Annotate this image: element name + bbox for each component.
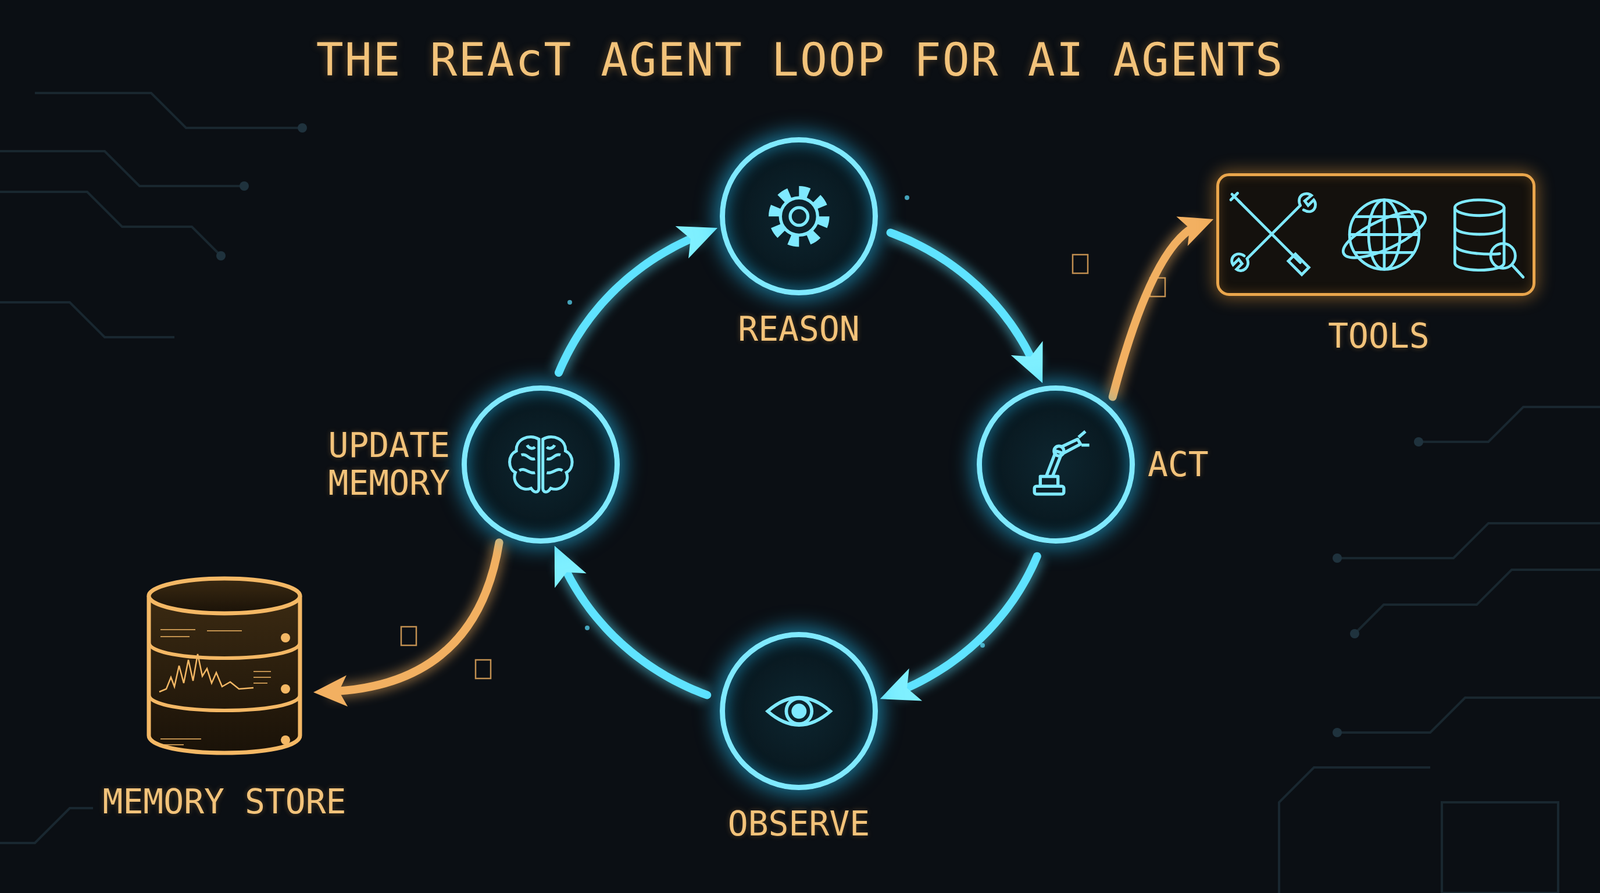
connector-glow xyxy=(890,232,1036,367)
diagram-title: THE REAcT AGENT LOOP FOR AI AGENTS xyxy=(0,33,1600,87)
step-label: MEMORY STORE xyxy=(102,783,346,821)
step-label: ACT xyxy=(1147,445,1209,484)
act-step: ACT xyxy=(976,385,1135,544)
tools-box: TOOLS xyxy=(1216,173,1536,296)
flow-arrow xyxy=(890,232,1036,367)
gear-icon xyxy=(750,167,849,266)
eye-icon xyxy=(750,662,849,761)
flow-arrow xyxy=(558,234,702,373)
connector-glow xyxy=(561,561,707,695)
observe-step: OBSERVE xyxy=(719,631,878,791)
flow-arrow xyxy=(561,561,707,695)
flow-arrow xyxy=(896,556,1038,693)
tools-icon xyxy=(1216,173,1536,296)
connector-glow xyxy=(329,542,500,692)
reason-step: REASON xyxy=(719,137,878,296)
flow-arrow xyxy=(329,542,500,692)
connector-glow xyxy=(1112,225,1199,398)
step-label: OBSERVE xyxy=(727,805,870,844)
step-label: TOOLS xyxy=(1327,317,1430,356)
update-memory-step: UPDATE MEMORY xyxy=(461,385,620,544)
memory-store: MEMORY STORE xyxy=(137,572,312,765)
brain-icon xyxy=(491,415,591,514)
store-icon xyxy=(137,572,312,765)
step-label: UPDATE MEMORY xyxy=(310,426,450,503)
connector-glow xyxy=(558,234,702,373)
connector-glow xyxy=(896,556,1038,693)
flow-arrow xyxy=(1112,225,1199,398)
arm-icon xyxy=(1006,415,1106,514)
step-label: REASON xyxy=(737,310,860,349)
